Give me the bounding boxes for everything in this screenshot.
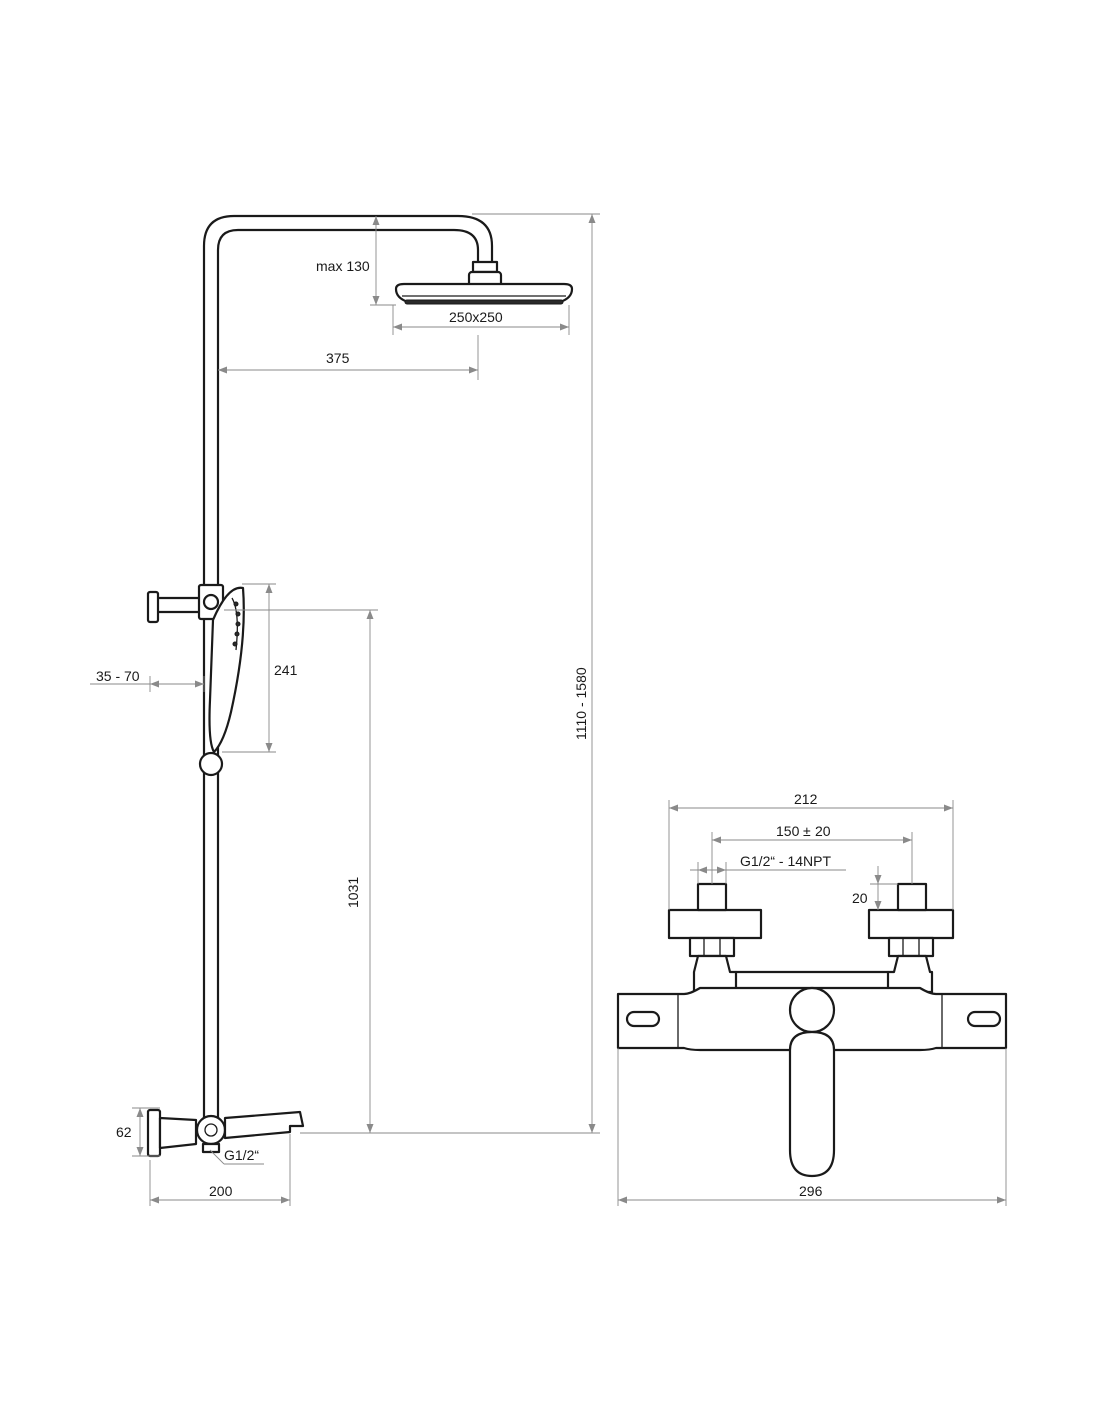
mixer-inlet-nut (201, 1142, 221, 1154)
mixer-body-round-inner (204, 1123, 218, 1137)
rain-shower-head (394, 282, 574, 304)
left-inlet-neck (692, 954, 738, 994)
right-handle-slot (966, 1010, 1002, 1028)
right-union-nut (887, 936, 935, 958)
hand-shower-nozzles (232, 601, 241, 647)
mixer-eccentric (158, 1116, 198, 1150)
handshower-length-label: 241 (274, 662, 298, 678)
holder-height-label: 1031 (345, 877, 361, 908)
shower-column-side-view (146, 214, 574, 1158)
head-size-label: 250x250 (449, 309, 503, 325)
left-eccentric-stem (696, 882, 728, 912)
diverter-knob (788, 986, 836, 1034)
spout-front (788, 1030, 836, 1178)
holder-offset-label: 35 - 70 (96, 668, 140, 684)
right-cover-plate (867, 908, 955, 940)
head-connector (471, 260, 499, 274)
shower-head-nozzles (404, 299, 564, 305)
max-head-drop-label: max 130 (316, 258, 370, 274)
wall-bracket-plate (146, 590, 160, 624)
slide-holder-knob (202, 593, 220, 611)
spout-reach-label: 200 (209, 1183, 233, 1199)
total-height-label: 1110 - 1580 (573, 667, 589, 740)
right-eccentric-stem (896, 882, 928, 912)
hand-shower (208, 586, 245, 754)
left-union-nut (688, 936, 736, 958)
front-view-dimensions: 212 150 ± 20 G1/2“ - 14NPT 20 296 (617, 791, 1007, 1206)
left-cover-plate (667, 908, 763, 940)
mixer-total-width-label: 212 (794, 791, 818, 807)
mixer-front-view (616, 882, 1008, 1178)
plus-minus-sign: ± (803, 823, 811, 839)
right-inlet-neck (886, 954, 934, 994)
mixer-wall-plate (146, 1108, 162, 1158)
hose-holder (198, 751, 224, 777)
arm-reach-label: 375 (326, 350, 350, 366)
riser-pipe-inner (216, 228, 480, 1120)
side-view-dimensions: max 130 250x250 375 1110 - 1580 241 (90, 213, 600, 1206)
mixer-depth-label: 62 (116, 1124, 132, 1140)
mixer-body-round (195, 1114, 227, 1146)
left-handle-slot (625, 1010, 661, 1028)
riser-pipe-outer (202, 214, 494, 1120)
inlet-thread-label: G1/2“ (224, 1147, 259, 1163)
eccentric-thread-label: G1/2“ - 14NPT (740, 853, 831, 869)
eccentric-height-label: 20 (852, 890, 868, 906)
bath-spout (223, 1110, 305, 1140)
eccentric-spacing-label: 150 (776, 823, 800, 839)
body-width-label: 296 (799, 1183, 823, 1199)
spacing-tolerance-label: 20 (815, 823, 831, 839)
